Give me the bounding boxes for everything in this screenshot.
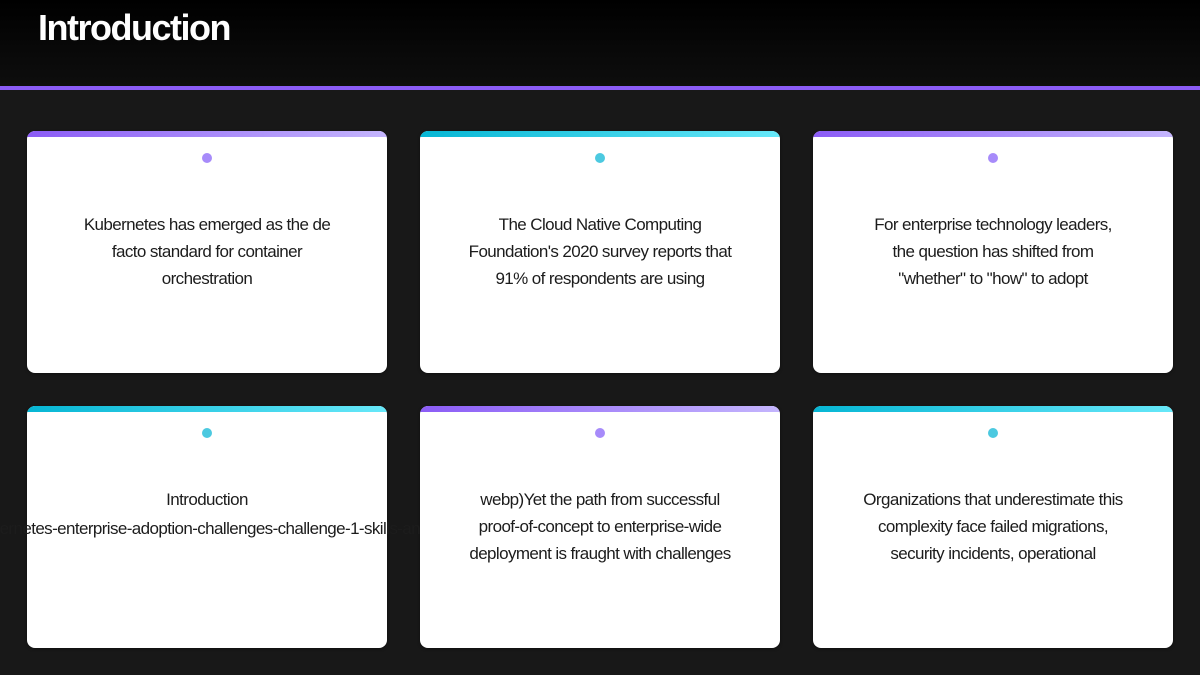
- bullet-dot-icon: [988, 428, 998, 438]
- bullet-dot-icon: [988, 153, 998, 163]
- bullet-dot-icon: [595, 428, 605, 438]
- card-accent-bar: [420, 131, 780, 137]
- card-text-line: facto standard for container: [111, 242, 303, 261]
- content-card: Introduction: [27, 406, 387, 648]
- header-divider: [0, 86, 1200, 90]
- card-text-line: Organizations that underestimate this: [863, 490, 1123, 509]
- card-text-line: security incidents, operational: [890, 544, 1096, 563]
- card-text-line: 91% of respondents are using: [495, 269, 705, 288]
- card-text-line: "whether" to "how" to adopt: [898, 269, 1088, 288]
- card-text: Organizations that underestimate this co…: [843, 486, 1143, 567]
- card-text-line: The Cloud Native Computing: [498, 215, 702, 234]
- card-text-line: Kubernetes has emerged as the de: [83, 215, 331, 234]
- page-title: Introduction: [38, 7, 231, 48]
- content-card: For enterprise technology leaders, the q…: [813, 131, 1173, 373]
- overflow-text: kubernetes-enterprise-adoption-challenge…: [0, 519, 420, 538]
- card-text-line: orchestration: [161, 269, 253, 288]
- card-accent-bar: [27, 406, 387, 412]
- card-accent-bar: [813, 406, 1173, 412]
- card-text-line: For enterprise technology leaders,: [874, 215, 1112, 234]
- card-text-line: webp)Yet the path from successful: [480, 490, 720, 509]
- slide-header: Introduction: [0, 0, 1200, 86]
- card-text: Introduction: [57, 486, 357, 513]
- card-text: For enterprise technology leaders, the q…: [843, 211, 1143, 292]
- content-card: The Cloud Native Computing Foundation's …: [420, 131, 780, 373]
- card-text-line: proof-of-concept to enterprise-wide: [478, 517, 722, 536]
- card-text: webp)Yet the path from successful proof-…: [450, 486, 750, 567]
- overflowing-text-line: kubernetes-enterprise-adoption-challenge…: [0, 515, 420, 543]
- card-text-line: Introduction: [166, 490, 248, 509]
- content-card: webp)Yet the path from successful proof-…: [420, 406, 780, 648]
- card-text-line: deployment is fraught with challenges: [469, 544, 731, 563]
- card-text: The Cloud Native Computing Foundation's …: [450, 211, 750, 292]
- content-card: Kubernetes has emerged as the de facto s…: [27, 131, 387, 373]
- card-text: Kubernetes has emerged as the de facto s…: [57, 211, 357, 292]
- bullet-dot-icon: [595, 153, 605, 163]
- card-accent-bar: [420, 406, 780, 412]
- card-text-line: complexity face failed migrations,: [878, 517, 1109, 536]
- card-text-line: the question has shifted from: [892, 242, 1095, 261]
- content-card: Organizations that underestimate this co…: [813, 406, 1173, 648]
- bullet-dot-icon: [202, 428, 212, 438]
- card-text-line: Foundation's 2020 survey reports that: [468, 242, 732, 261]
- bullet-dot-icon: [202, 153, 212, 163]
- card-accent-bar: [813, 131, 1173, 137]
- card-accent-bar: [27, 131, 387, 137]
